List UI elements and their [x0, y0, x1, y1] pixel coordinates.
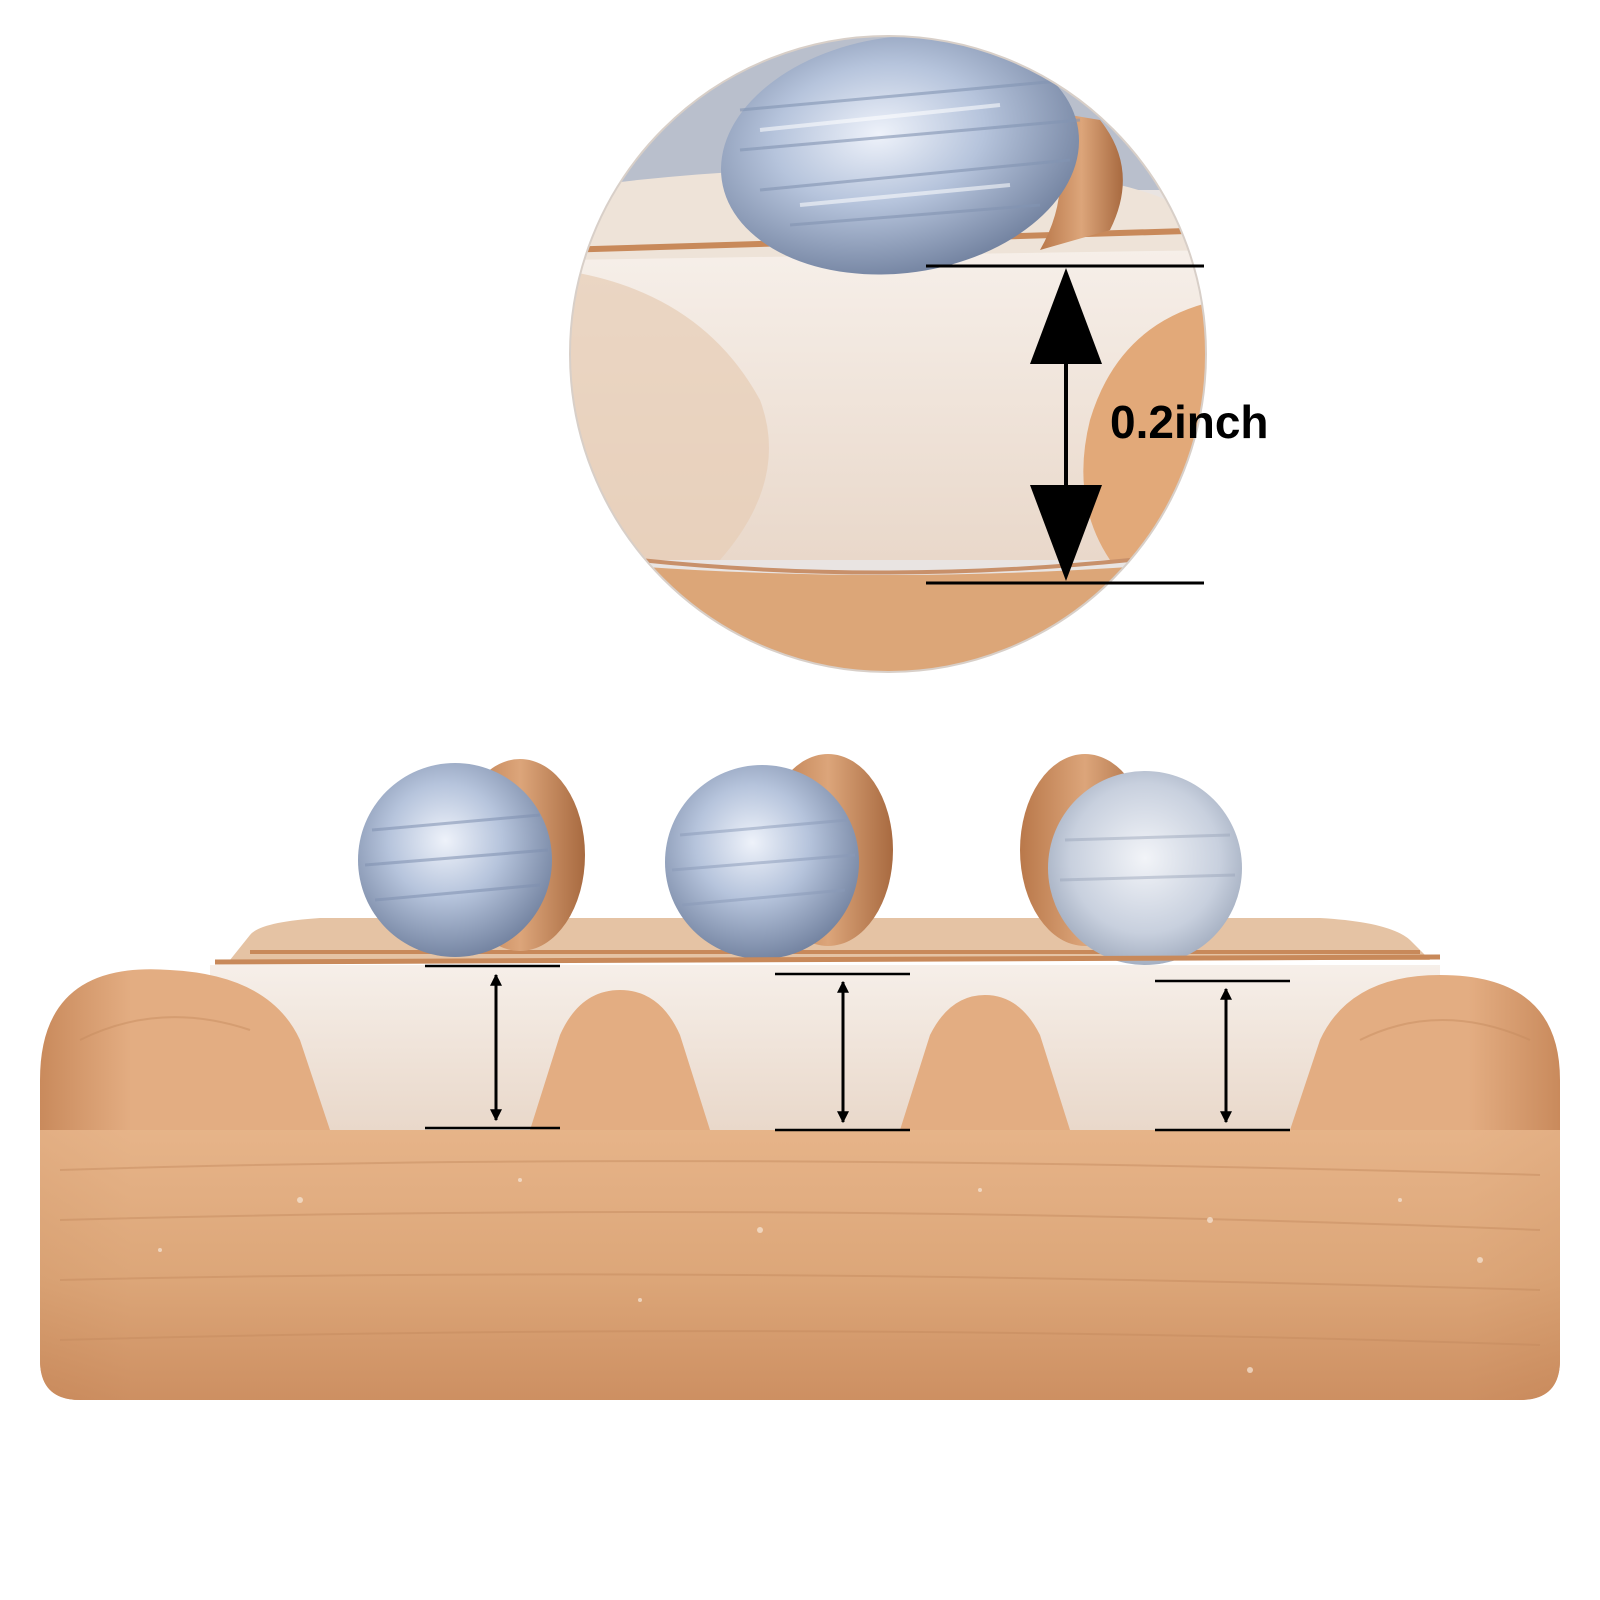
groove-depth-marker-1: [425, 964, 560, 1130]
metal-rod-3: [1020, 754, 1242, 965]
measurement-label: 0.2inch: [1110, 396, 1269, 448]
groove-depth-marker-2: [775, 972, 910, 1132]
magnified-detail-view: [570, 36, 1206, 672]
metal-rod-1: [358, 759, 585, 957]
metal-rod-2: [665, 754, 893, 959]
arrow-up-icon: [1030, 268, 1102, 364]
groove-depth-marker-3: [1155, 979, 1290, 1132]
wooden-block: [40, 918, 1560, 1400]
magnified-measurement: 0.2inch: [926, 264, 1269, 585]
magnified-circle-outline: [569, 35, 1207, 673]
arrow-down-icon: [1030, 485, 1102, 581]
cord-line: [214, 954, 1441, 965]
metal-rod-closeup: [720, 36, 1123, 275]
